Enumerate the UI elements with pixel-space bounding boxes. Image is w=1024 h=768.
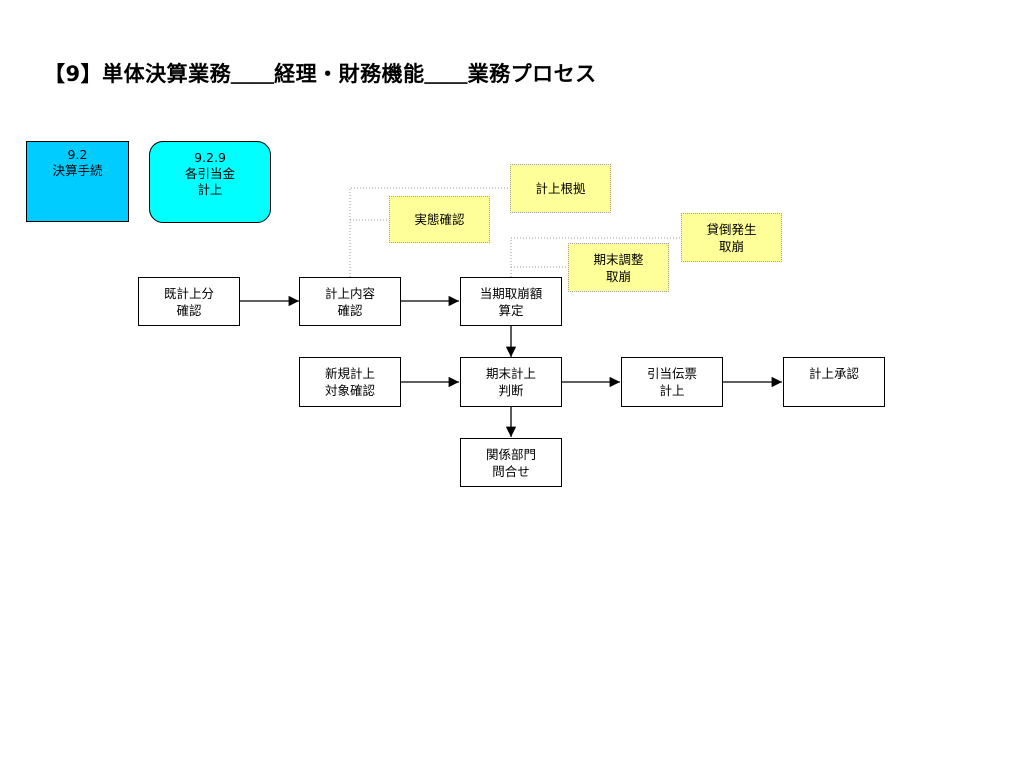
subsection-tag: 9.2.9 各引当金 計上 <box>149 141 271 223</box>
subsection-number: 9.2.9 <box>194 150 226 165</box>
process-denpyo-line1: 引当伝票 <box>646 366 697 381</box>
process-santei-line1: 当期取崩額 <box>479 285 543 301</box>
note-kimatsu-line1: 期末調整 <box>593 251 644 267</box>
process-handan-line2: 判断 <box>498 383 524 398</box>
process-denpyo-line2: 計上 <box>659 383 685 398</box>
process-shinki-line1: 新規計上 <box>324 366 375 381</box>
process-santei-line2: 算定 <box>498 302 524 318</box>
process-shinki-line2: 対象確認 <box>324 383 375 398</box>
process-denpyo: 引当伝票 計上 <box>621 357 723 407</box>
note-jittai: 実態確認 <box>389 196 490 243</box>
note-kimatsu-line2: 取崩 <box>605 268 631 284</box>
process-handan-line1: 期末計上 <box>485 366 536 381</box>
process-shinki: 新規計上 対象確認 <box>299 357 401 407</box>
process-shonin-line1: 計上承認 <box>808 366 859 381</box>
note-connector-konkyo <box>349 187 510 277</box>
process-naiyou-line1: 計上内容 <box>324 285 375 301</box>
process-naiyou-line2: 確認 <box>337 302 363 318</box>
subsection-line1: 各引当金 <box>184 166 235 181</box>
process-toiawase-line1: 関係部門 <box>485 446 536 462</box>
process-naiyou: 計上内容 確認 <box>299 277 401 326</box>
subsection-line2: 計上 <box>197 182 223 197</box>
process-shonin: 計上承認 <box>783 357 885 407</box>
section-tag: 9.2 決算手続 <box>26 141 129 222</box>
process-kisan-line2: 確認 <box>176 302 202 318</box>
note-kashidaore-line1: 貸倒発生 <box>706 221 757 237</box>
section-number: 9.2 <box>67 147 88 162</box>
note-kashidaore: 貸倒発生 取崩 <box>681 213 782 262</box>
note-kashidaore-line2: 取崩 <box>718 238 744 254</box>
process-toiawase-line2: 問合せ <box>492 463 530 479</box>
page-title: 【9】単体決算業務＿＿経理・財務機能＿＿業務プロセス <box>44 62 597 86</box>
note-jittai-text: 実態確認 <box>414 212 465 227</box>
process-santei: 当期取崩額 算定 <box>460 277 562 326</box>
process-toiawase: 関係部門 問合せ <box>460 438 562 487</box>
process-kisan: 既計上分 確認 <box>138 277 240 326</box>
note-konkyo-text: 計上根拠 <box>535 181 586 196</box>
note-konkyo: 計上根拠 <box>510 164 611 213</box>
process-kisan-line1: 既計上分 <box>163 285 214 301</box>
process-handan: 期末計上 判断 <box>460 357 562 407</box>
note-kimatsu: 期末調整 取崩 <box>568 243 669 292</box>
section-label: 決算手続 <box>52 163 103 178</box>
note-connector-kashidaore <box>510 237 681 277</box>
